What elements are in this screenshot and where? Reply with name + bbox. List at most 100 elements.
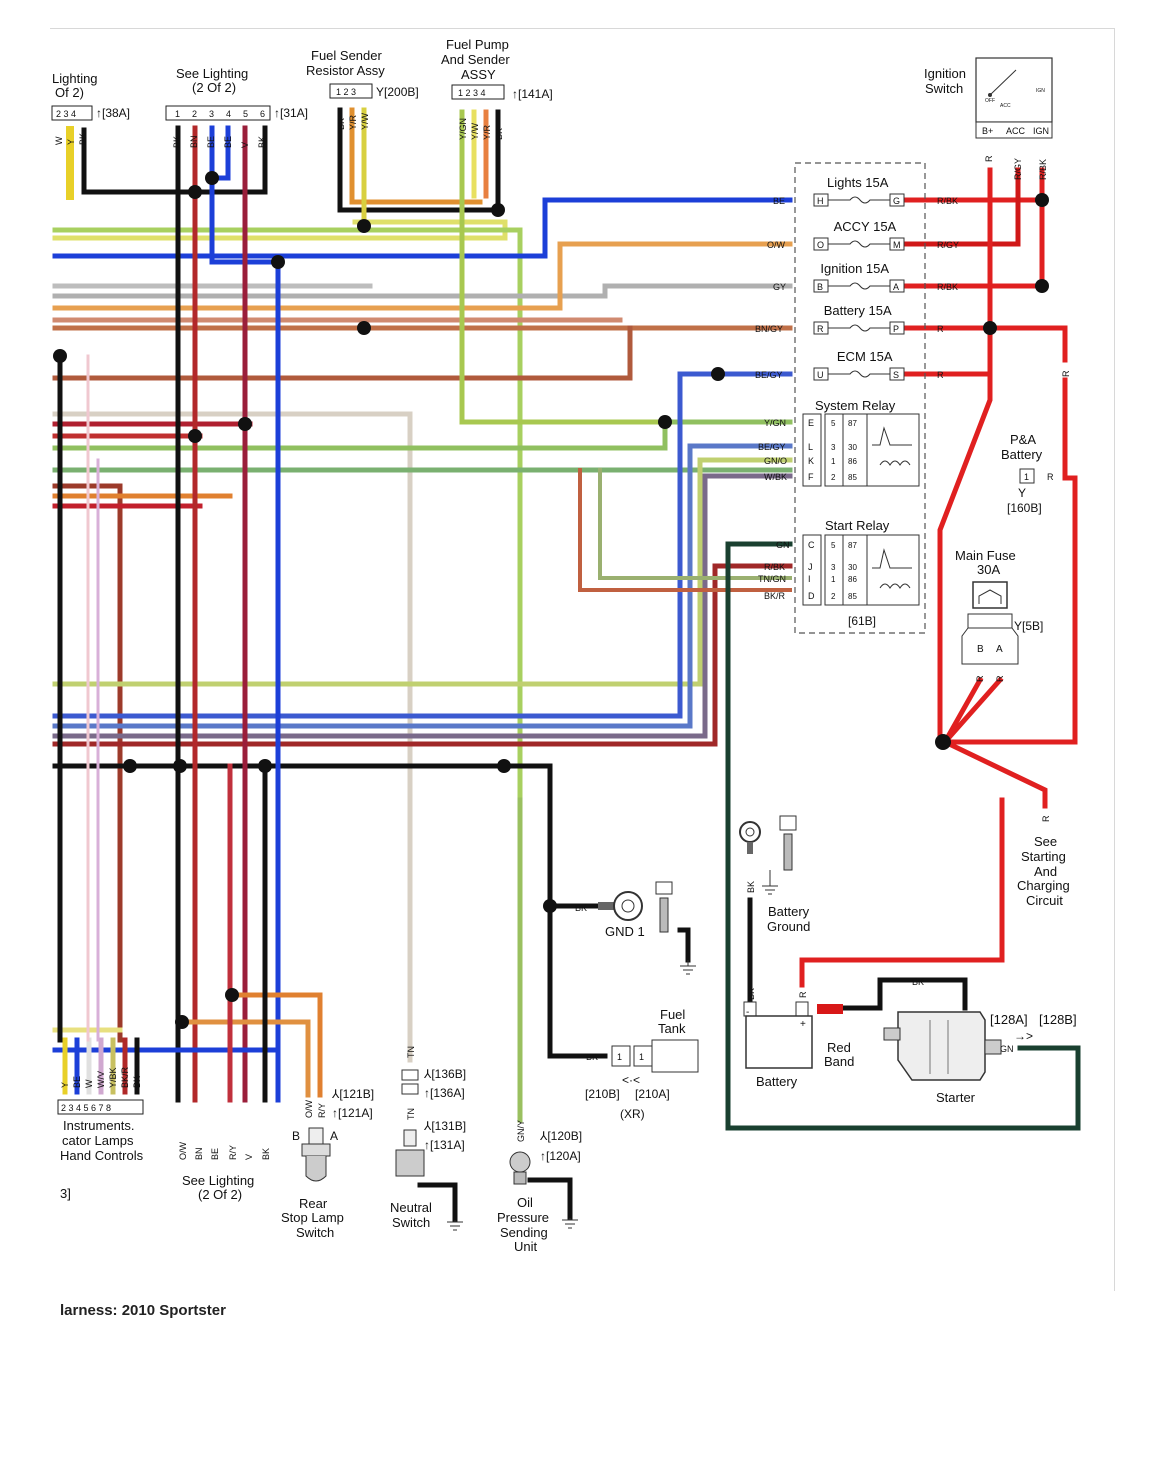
instruments-wire: Y xyxy=(60,1082,70,1088)
system-relay-term: 87 xyxy=(848,419,857,428)
fuse-in-pin: H xyxy=(817,196,824,206)
oil-pressure-label: Sending xyxy=(500,1225,548,1240)
see-lighting-top-connector: See Lighting (2 Of 2) 1 2 3 4 5 6 ↑[31A]… xyxy=(165,66,308,148)
rear-stop-ref2: ↑[121A] xyxy=(332,1106,373,1120)
start-relay-pin: I xyxy=(808,574,811,584)
start-relay-pin: J xyxy=(808,562,813,572)
instruments-label: Hand Controls xyxy=(60,1148,144,1163)
fuse-out-pin-box xyxy=(889,237,905,251)
rear-stop-wire: R/Y xyxy=(317,1103,327,1118)
fuel-tank-title2: Tank xyxy=(658,1021,686,1036)
system-relay-title: System Relay xyxy=(815,398,896,413)
start-relay: Start Relay [61B] xyxy=(802,518,920,628)
fuse-element-icon xyxy=(828,240,890,248)
battery-pos-sign: + xyxy=(800,1019,806,1030)
main-fuse-title1: Main Fuse xyxy=(955,548,1016,563)
oil-pressure-sender-icon xyxy=(509,1151,531,1173)
starter: Starter [128A] [128B] →> GN xyxy=(883,1011,1077,1105)
neutral-ref4: ↑[131A] xyxy=(424,1138,465,1152)
fuel-tank-arrow: <·< xyxy=(622,1073,640,1087)
see-lighting-top-wire: BE xyxy=(223,136,233,148)
start-relay-title: Start Relay xyxy=(825,518,890,533)
starter-arrow: →> xyxy=(1014,1029,1033,1043)
gnd1: BK GND 1 xyxy=(575,881,696,975)
page-caption: larness: 2010 Sportster xyxy=(60,1302,226,1319)
see-lighting-bottom-wire: BN xyxy=(194,1147,204,1160)
pa-battery: P&A Battery 1 R Y [160B] xyxy=(1001,432,1054,515)
system-relay-pin: L xyxy=(808,442,813,452)
system-relay-term: 3 xyxy=(831,443,836,452)
fuse-in-pin: U xyxy=(817,370,824,380)
system-relay-term: 5 xyxy=(831,419,836,428)
system-relay-wire: W/BK xyxy=(764,472,787,482)
see-lighting-top-pin: 5 xyxy=(243,109,248,119)
fuel-tank-wire: BK xyxy=(586,1052,598,1062)
see-lighting-top-ref: ↑[31A] xyxy=(274,106,308,120)
fuel-sender-title1: Fuel Sender xyxy=(311,48,382,63)
starter-feed-wire: BK xyxy=(912,977,924,987)
ignition-terminal: IGN xyxy=(1033,126,1049,136)
pa-battery-wire: R xyxy=(1047,472,1054,482)
fuel-tank-ref: [210B] xyxy=(585,1087,620,1101)
fuel-sender-wire: Y/W xyxy=(360,112,370,130)
fuel-sender-wire: BK xyxy=(336,118,346,130)
system-relay-wire: Y/GN xyxy=(764,418,786,428)
gnd1-wire: BK xyxy=(575,903,587,913)
battery-ground-wire: BK xyxy=(746,881,756,893)
fuse-out-wire: R xyxy=(937,370,944,380)
see-starting-line: See xyxy=(1034,834,1057,849)
instruments-connector: 2 3 4 5 6 7 8 Y BE W W/V Y/BK BK/R BK In… xyxy=(57,1066,144,1201)
oil-pressure-unit: GN/Y ⅄[120B] ↑[120A] Oil Pressure Sendin… xyxy=(497,1120,582,1254)
see-lighting-bottom-wire: BK xyxy=(261,1148,271,1160)
ignition-wire: R/GY xyxy=(1013,158,1023,180)
see-lighting-bottom-wire: V xyxy=(244,1154,254,1160)
fuel-tank-pin: 1 xyxy=(617,1052,622,1062)
ignition-switch-title1: Ignition xyxy=(924,66,966,81)
neutral-label: Neutral xyxy=(390,1200,432,1215)
oil-pressure-label: Unit xyxy=(514,1239,538,1254)
wires xyxy=(52,107,1081,1223)
fuse-out-wire: R xyxy=(937,324,944,334)
see-lighting-top-pin: 3 xyxy=(209,109,214,119)
fuse-out-pin: P xyxy=(893,324,899,334)
fuse-element-icon xyxy=(828,370,890,378)
battery-label: Battery xyxy=(756,1074,798,1089)
ignition-terminal: B+ xyxy=(982,126,993,136)
system-relay-pin: F xyxy=(808,472,814,482)
fuse-out-wire: R/BK xyxy=(937,196,958,206)
fuse-out-wire: R/BK xyxy=(937,282,958,292)
pa-battery-pin: 1 xyxy=(1024,472,1029,482)
fuel-pump-wire: Y/W xyxy=(470,122,480,140)
battery-ground-label: Ground xyxy=(767,919,810,934)
system-relay-term: 85 xyxy=(848,473,857,482)
system-relay-term: 1 xyxy=(831,457,836,466)
fuel-tank-ref: [210A] xyxy=(635,1087,670,1101)
see-starting-wire: R xyxy=(1041,815,1051,822)
fuel-tank-pin: 1 xyxy=(639,1052,644,1062)
system-relay-term: 30 xyxy=(848,443,857,452)
starter-ref: [128A] xyxy=(990,1012,1028,1027)
oil-pressure-ref1: ⅄[120B] xyxy=(539,1129,582,1143)
rear-stop-switch-icon xyxy=(305,1156,327,1182)
lighting-left-connector: Lighting Of 2) 2 3 4 ↑[38A] W Y BK xyxy=(51,71,130,145)
neutral-ref1: ⅄[136B] xyxy=(423,1067,466,1081)
see-lighting-bottom-wire: R/Y xyxy=(228,1145,238,1160)
starter-wire: GN xyxy=(1000,1044,1014,1054)
red-band-label: Band xyxy=(824,1054,854,1069)
rear-stop-lamp-switch: O/W R/Y ⅄[121B] ↑[121A] B A Rear Stop La… xyxy=(281,1087,374,1240)
oil-pressure-wire: GN/Y xyxy=(516,1120,526,1142)
fuse-element-icon xyxy=(828,324,890,332)
instruments-wire: Y/BK xyxy=(108,1067,118,1088)
see-lighting-top-wire: BN xyxy=(189,135,199,148)
oil-pressure-label: Oil xyxy=(517,1195,533,1210)
neutral-ref3: ⅄[131B] xyxy=(423,1119,466,1133)
oil-pressure-ground-icon xyxy=(562,1218,578,1229)
neutral-label: Switch xyxy=(392,1215,430,1230)
gnd1-ground-icon xyxy=(680,960,696,975)
instruments-ref: 3] xyxy=(60,1186,71,1201)
start-relay-wire: TN/GN xyxy=(758,574,786,584)
system-relay-term: 2 xyxy=(831,473,836,482)
system-relay-wire: BE/GY xyxy=(758,442,786,452)
ignition-inner-off: OFF xyxy=(985,98,995,104)
battery-ground-icon xyxy=(762,870,778,895)
